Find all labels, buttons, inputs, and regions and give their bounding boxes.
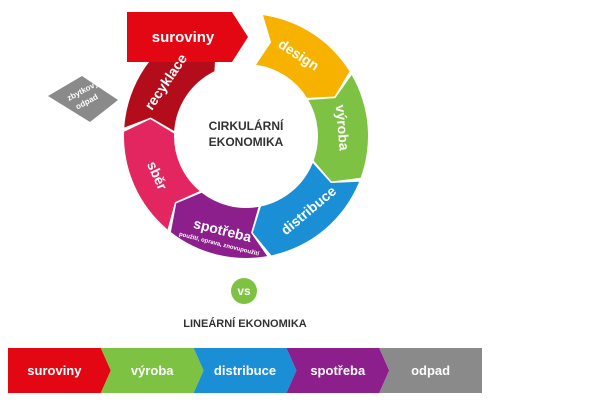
linear-step-1 bbox=[100, 348, 204, 393]
linear-title: LINEÁRNÍ EKONOMIKA bbox=[183, 318, 307, 330]
linear-step-0 bbox=[8, 348, 111, 393]
circular-title-line1: CIRKULÁRNÍ bbox=[209, 118, 284, 133]
segment-label-1: výroba bbox=[333, 104, 353, 151]
linear-economy-row: suroviny výroba distribuce spotřeba odpad bbox=[8, 348, 482, 393]
linear-step-3 bbox=[286, 348, 390, 393]
residual-waste-arrow bbox=[48, 76, 118, 122]
segment-4 bbox=[123, 119, 200, 230]
segment-1 bbox=[308, 75, 368, 182]
vs-badge: vs bbox=[231, 278, 257, 304]
linear-step-label-3: spotřeba bbox=[310, 363, 366, 378]
segment-3 bbox=[170, 192, 268, 258]
linear-step-4 bbox=[379, 348, 482, 393]
segment-0 bbox=[256, 15, 350, 98]
segment-2 bbox=[252, 162, 360, 256]
start-label: suroviny bbox=[152, 29, 215, 46]
linear-step-2 bbox=[193, 348, 297, 393]
linear-step-label-0: suroviny bbox=[27, 363, 82, 378]
linear-step-label-1: výroba bbox=[130, 363, 174, 378]
circular-title-line2: EKONOMIKA bbox=[209, 135, 284, 149]
linear-step-label-2: distribuce bbox=[213, 363, 277, 378]
linear-step-label-4: odpad bbox=[411, 363, 451, 378]
linear-chevrons bbox=[8, 348, 482, 393]
raw-materials-start-arrow bbox=[127, 12, 248, 62]
